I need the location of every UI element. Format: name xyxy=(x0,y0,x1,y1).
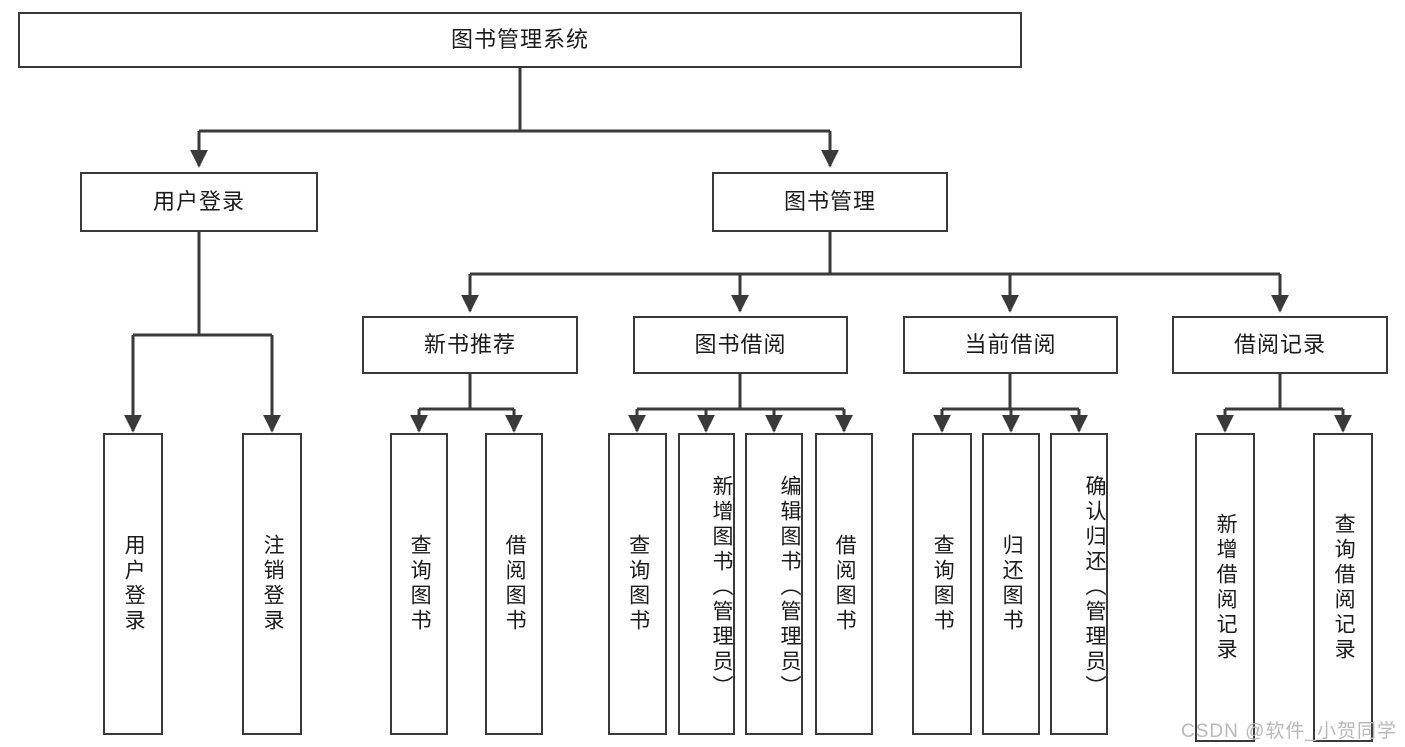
node-root-system[interactable]: 图书管理系统 xyxy=(18,12,1022,68)
leaf-query-borrow-record[interactable]: 查询借阅记录 xyxy=(1313,433,1373,742)
leaf-borrow-book-recommend[interactable]: 借阅图书 xyxy=(485,433,543,735)
leaf-return-book[interactable]: 归还图书 xyxy=(982,433,1040,735)
node-user-login[interactable]: 用户登录 xyxy=(80,172,318,232)
leaf-add-borrow-record[interactable]: 新增借阅记录 xyxy=(1195,433,1255,742)
node-book-management[interactable]: 图书管理 xyxy=(712,172,948,232)
leaf-query-book-borrow[interactable]: 查询图书 xyxy=(608,433,667,735)
leaf-user-login[interactable]: 用户登录 xyxy=(103,433,163,735)
node-current-borrow[interactable]: 当前借阅 xyxy=(903,316,1118,374)
leaf-query-book-recommend[interactable]: 查询图书 xyxy=(390,433,448,735)
leaf-borrow-book[interactable]: 借阅图书 xyxy=(815,433,873,735)
leaf-logout-login[interactable]: 注销登录 xyxy=(242,433,302,735)
leaf-query-book-current[interactable]: 查询图书 xyxy=(912,433,972,735)
node-borrow-record[interactable]: 借阅记录 xyxy=(1172,316,1388,374)
watermark-text: CSDN @软件_小贺同学 xyxy=(1181,721,1397,742)
leaf-add-book-admin[interactable]: 新增图书（管理员） xyxy=(678,433,735,735)
node-new-book-recommend[interactable]: 新书推荐 xyxy=(362,316,578,374)
leaf-edit-book-admin[interactable]: 编辑图书（管理员） xyxy=(745,433,803,735)
node-book-borrow[interactable]: 图书借阅 xyxy=(633,316,848,374)
leaf-confirm-return-admin[interactable]: 确认归还（管理员） xyxy=(1050,433,1108,735)
